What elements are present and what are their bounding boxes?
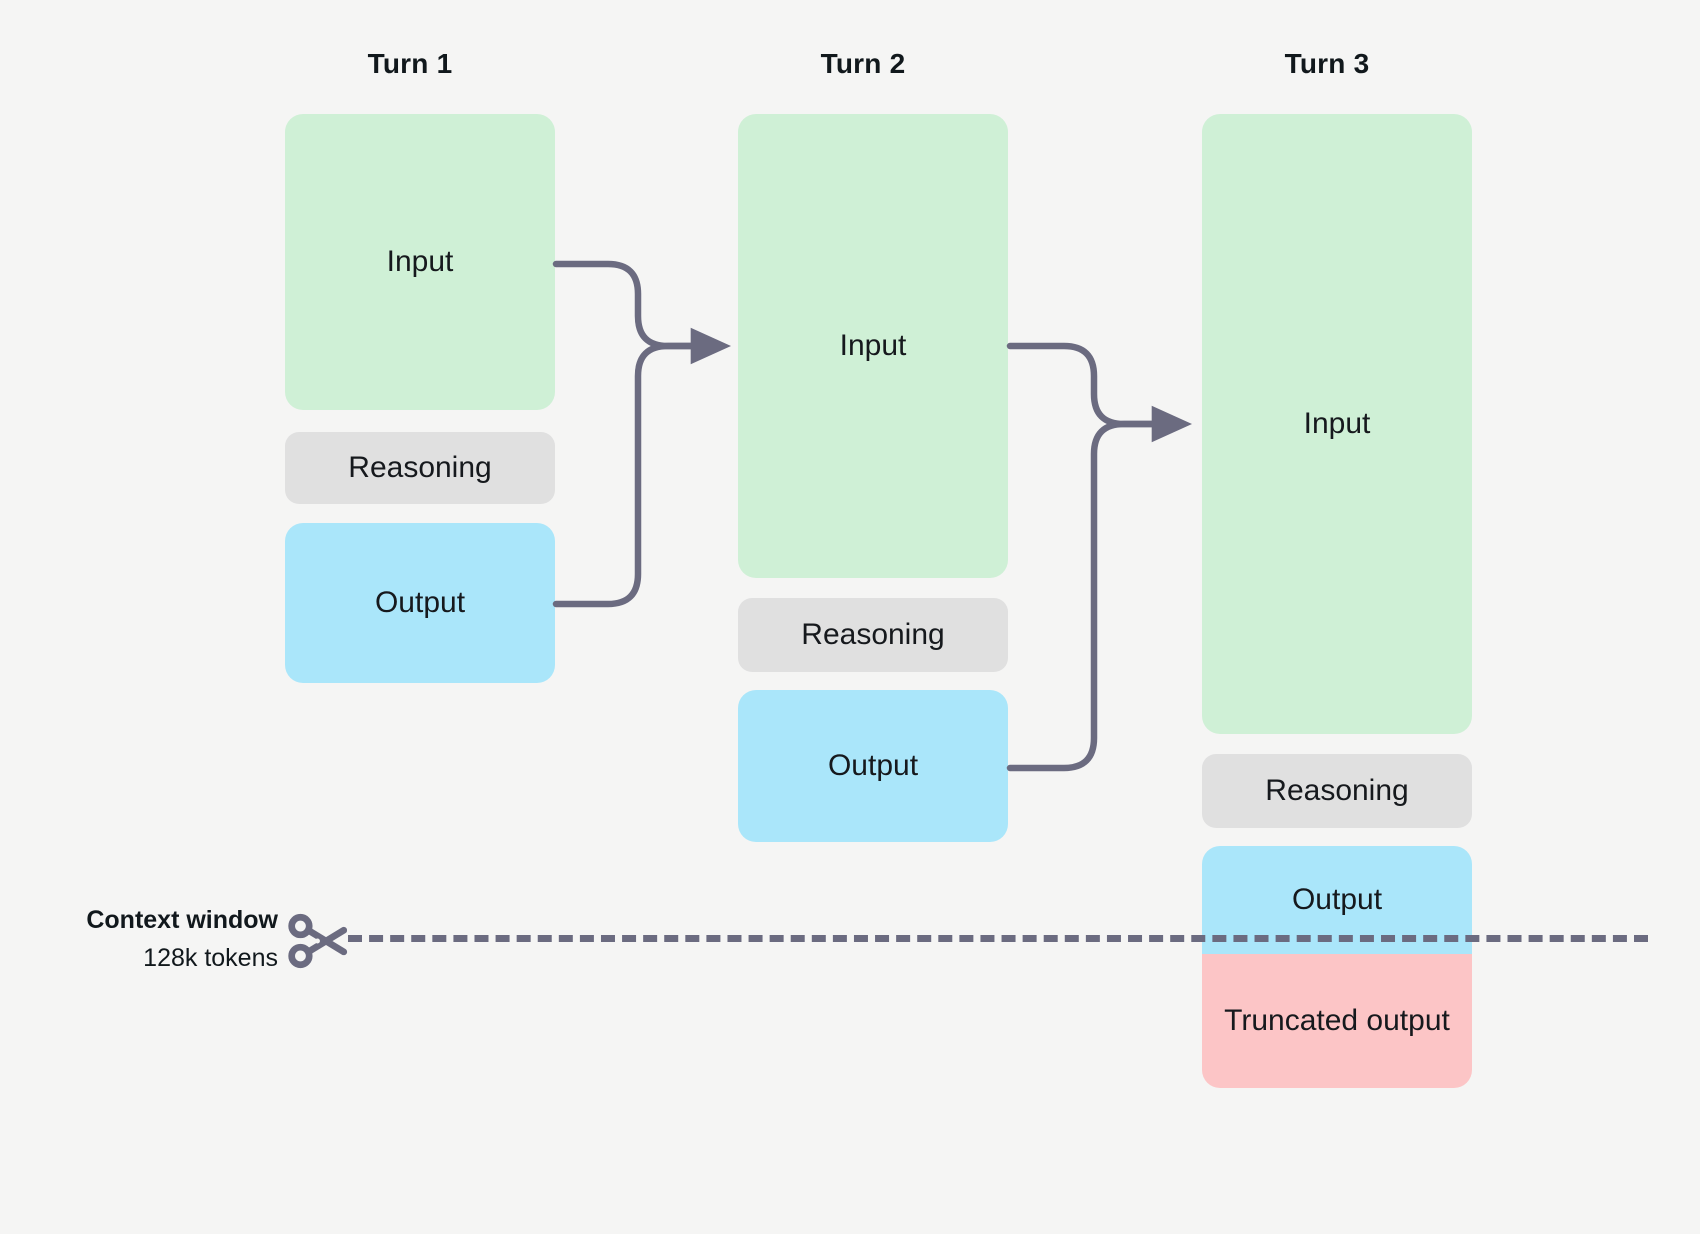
context-window-title: Context window [86, 906, 278, 934]
connector-turn1-input-to-turn2 [552, 260, 709, 350]
scissors-icon [288, 913, 348, 969]
context-window-label: Context window 128k tokens [28, 902, 278, 977]
turn-3-input-block: Input [1202, 114, 1472, 734]
context-window-cut-line [348, 935, 1648, 942]
turn-1-reasoning-block: Reasoning [285, 432, 555, 504]
column-title-turn-3: Turn 3 [1284, 48, 1370, 79]
column-title-turn-2: Turn 2 [820, 48, 906, 79]
turn-1-output-block: Output [285, 523, 555, 683]
turn-3-truncated-output-block: Truncated output [1202, 954, 1472, 1088]
turn-2-reasoning-block: Reasoning [738, 598, 1008, 672]
turn-2-output-block: Output [738, 690, 1008, 842]
turn-2-input-block: Input [738, 114, 1008, 578]
connector-turn1-output-to-turn2 [552, 327, 731, 608]
column-title-turn-1: Turn 1 [367, 48, 453, 79]
context-window-subtitle: 128k tokens [143, 943, 278, 972]
turn-1-input-block: Input [285, 114, 555, 410]
connector-turn2-input-to-turn3 [1006, 342, 1170, 428]
connector-turn2-output-to-turn3 [1006, 405, 1192, 772]
turn-3-reasoning-block: Reasoning [1202, 754, 1472, 828]
